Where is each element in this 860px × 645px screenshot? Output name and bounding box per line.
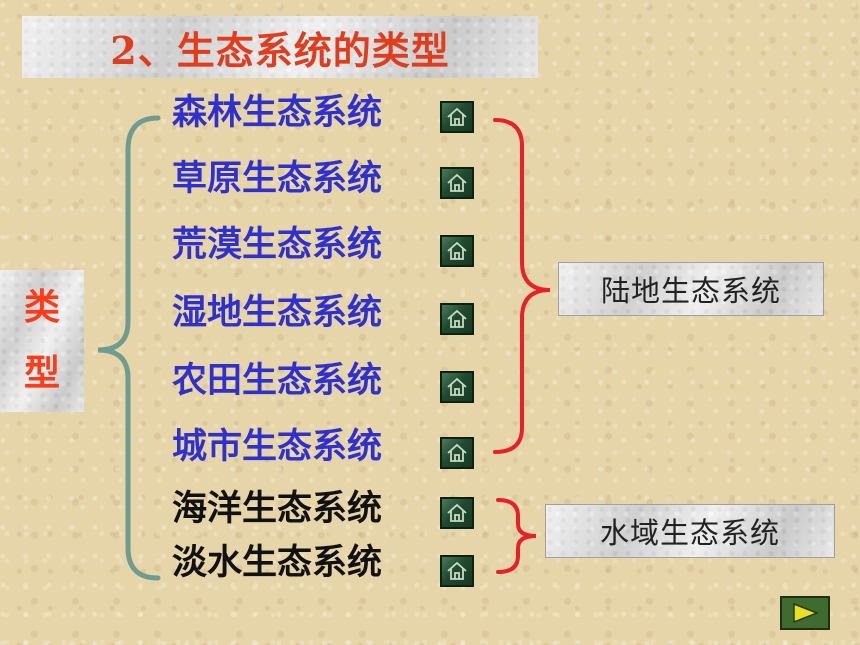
list-item-label: 荒漠生态系统 bbox=[172, 225, 383, 265]
home-icon bbox=[447, 561, 467, 580]
list-item-label: 淡水生态系统 bbox=[172, 543, 383, 583]
list-item-label: 城市生态系统 bbox=[172, 427, 383, 467]
grassland-link-button[interactable] bbox=[440, 167, 474, 199]
water-category-box: 水域生态系统 bbox=[545, 504, 835, 558]
list-item-ocean: 海洋生态系统 bbox=[172, 486, 382, 532]
water-brace bbox=[496, 498, 537, 574]
slide-title: 2、生态系统的类型 bbox=[110, 27, 450, 73]
list-item-farmland: 农田生态系统 bbox=[172, 358, 382, 404]
list-item-label: 草原生态系统 bbox=[172, 159, 383, 199]
list-item-label: 农田生态系统 bbox=[172, 361, 383, 401]
title-box: 2、生态系统的类型 bbox=[22, 16, 538, 78]
farmland-link-button[interactable] bbox=[440, 371, 474, 403]
left-brace bbox=[97, 115, 161, 581]
list-item-forest: 森林生态系统 bbox=[172, 90, 382, 136]
desert-link-button[interactable] bbox=[440, 235, 474, 267]
home-icon bbox=[447, 443, 467, 462]
wetland-link-button[interactable] bbox=[440, 303, 474, 335]
list-item-wetland: 湿地生态系统 bbox=[172, 290, 382, 336]
land-category-label: 陆地生态系统 bbox=[600, 274, 781, 308]
city-link-button[interactable] bbox=[440, 437, 474, 469]
ocean-link-button[interactable] bbox=[440, 497, 474, 529]
next-arrow-icon bbox=[793, 602, 820, 624]
type-label-char-1: 类 bbox=[23, 287, 60, 328]
land-brace bbox=[493, 118, 551, 454]
forest-link-button[interactable] bbox=[440, 101, 474, 133]
freshwater-link-button[interactable] bbox=[440, 555, 474, 587]
list-item-desert: 荒漠生态系统 bbox=[172, 222, 382, 268]
list-item-freshwater: 淡水生态系统 bbox=[172, 540, 382, 586]
home-icon bbox=[447, 309, 467, 328]
land-category-box: 陆地生态系统 bbox=[558, 262, 824, 316]
list-item-city: 城市生态系统 bbox=[172, 424, 382, 470]
home-icon bbox=[447, 503, 467, 522]
type-label-char-2: 型 bbox=[23, 353, 60, 394]
list-item-grassland: 草原生态系统 bbox=[172, 156, 382, 202]
home-icon bbox=[447, 377, 467, 396]
next-slide-button[interactable] bbox=[780, 596, 830, 630]
home-icon bbox=[447, 241, 467, 260]
list-item-label: 森林生态系统 bbox=[172, 93, 383, 133]
type-label-box: 类 型 bbox=[0, 270, 84, 412]
home-icon bbox=[447, 173, 467, 192]
list-item-label: 海洋生态系统 bbox=[172, 489, 383, 529]
list-item-label: 湿地生态系统 bbox=[172, 293, 383, 333]
home-icon bbox=[447, 107, 467, 126]
water-category-label: 水域生态系统 bbox=[599, 516, 780, 550]
